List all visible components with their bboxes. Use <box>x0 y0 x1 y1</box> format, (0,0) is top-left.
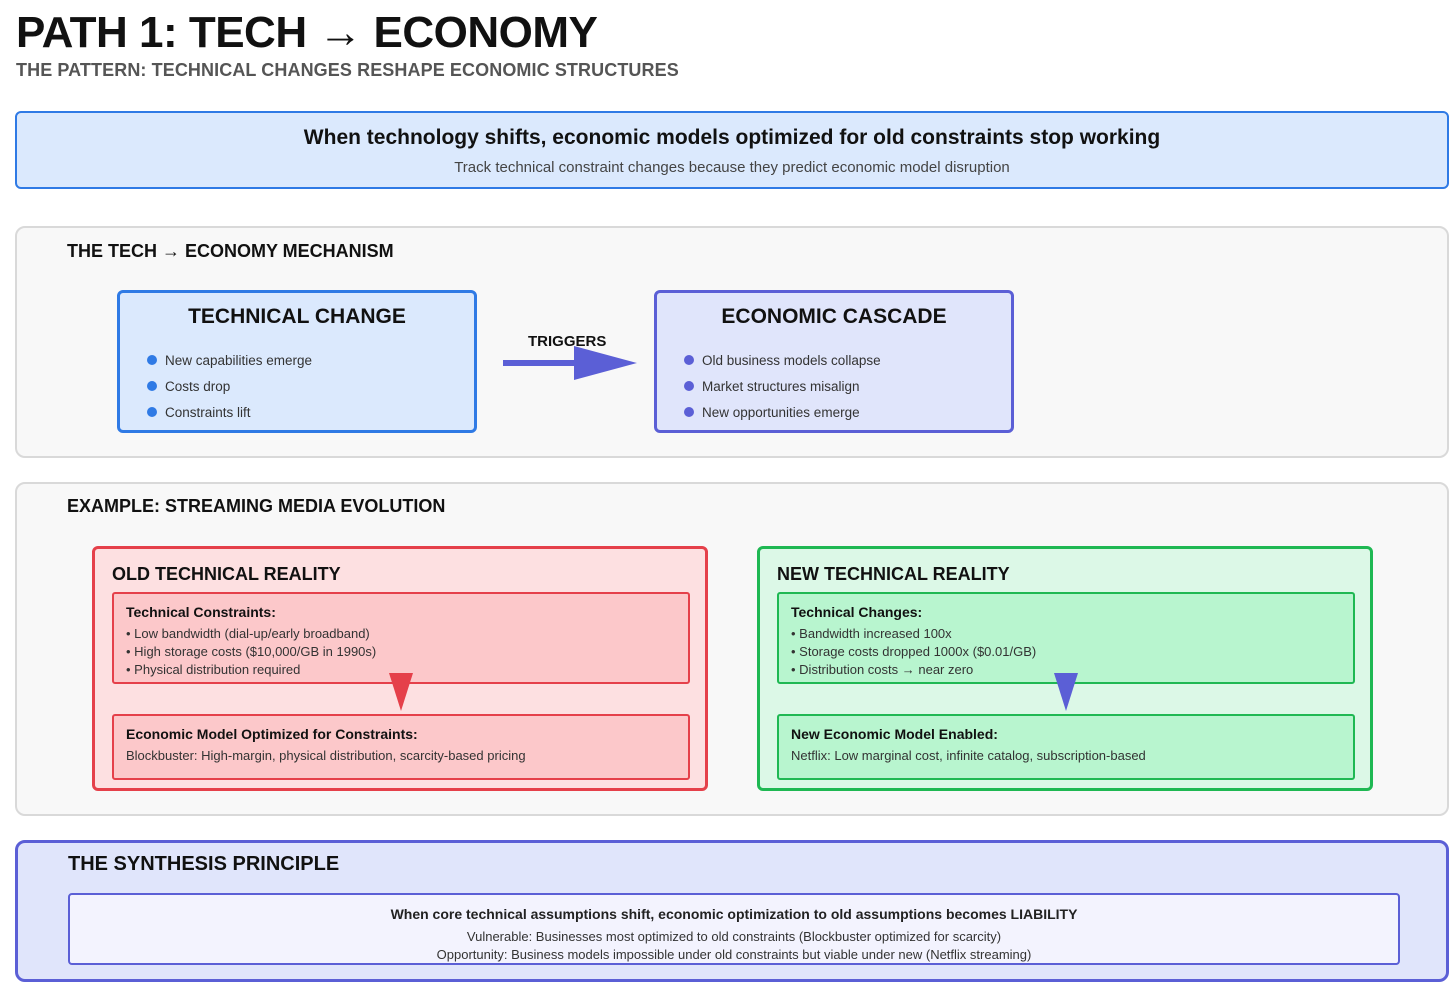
synthesis-principle: When core technical assumptions shift, e… <box>390 906 1078 922</box>
bullet-dot-icon <box>684 381 694 391</box>
bullet-dot-icon <box>684 407 694 417</box>
technical-change-list: New capabilities emerge Costs drop Const… <box>147 347 312 425</box>
new-model-title: New Economic Model Enabled: <box>791 726 998 742</box>
new-model-box: New Economic Model Enabled: Netflix: Low… <box>777 714 1355 780</box>
triggers-label: TRIGGERS <box>528 333 607 350</box>
bullet-dot-icon <box>147 355 157 365</box>
constraint-item: • High storage costs ($10,000/GB in 1990… <box>126 644 377 659</box>
economic-cascade-title: ECONOMIC CASCADE <box>721 305 947 328</box>
page-subtitle: THE PATTERN: TECHNICAL CHANGES RESHAPE E… <box>16 60 679 80</box>
synthesis-panel: THE SYNTHESIS PRINCIPLE When core techni… <box>15 840 1449 982</box>
mechanism-title: THE TECH → ECONOMY MECHANISM <box>67 241 394 261</box>
page-title: PATH 1: TECH → ECONOMY <box>16 8 598 57</box>
list-item: Costs drop <box>147 373 312 399</box>
old-constraints-box: Technical Constraints: • Low bandwidth (… <box>112 592 690 684</box>
list-item-label: New opportunities emerge <box>702 404 860 420</box>
old-model-text: Blockbuster: High-margin, physical distr… <box>126 748 526 763</box>
change-item: • Storage costs dropped 1000x ($0.01/GB) <box>791 644 1037 659</box>
synthesis-opportunity: Opportunity: Business models impossible … <box>436 947 1032 962</box>
right-arrow-icon <box>503 346 637 380</box>
old-model-box: Economic Model Optimized for Constraints… <box>112 714 690 780</box>
banner-headline: When technology shifts, economic models … <box>303 126 1161 149</box>
old-constraints-title: Technical Constraints: <box>126 604 276 620</box>
mechanism-panel: THE TECH → ECONOMY MECHANISM TECHNICAL C… <box>15 226 1449 458</box>
synthesis-vulnerable: Vulnerable: Businesses most optimized to… <box>466 929 1002 944</box>
technical-change-box: TECHNICAL CHANGE New capabilities emerge… <box>117 290 477 433</box>
list-item: Old business models collapse <box>684 347 881 373</box>
new-model-text: Netflix: Low marginal cost, infinite cat… <box>791 748 1146 763</box>
bullet-dot-icon <box>147 381 157 391</box>
list-item-label: Costs drop <box>165 378 231 394</box>
change-item: • Bandwidth increased 100x <box>791 626 952 641</box>
list-item: Constraints lift <box>147 399 312 425</box>
down-arrow-icon <box>389 673 413 711</box>
synthesis-title: THE SYNTHESIS PRINCIPLE <box>68 853 340 875</box>
old-model-title: Economic Model Optimized for Constraints… <box>126 726 418 742</box>
list-item-label: Market structures misalign <box>702 378 860 394</box>
example-title: EXAMPLE: STREAMING MEDIA EVOLUTION <box>67 496 446 516</box>
list-item: New capabilities emerge <box>147 347 312 373</box>
banner-subline: Track technical constraint changes becau… <box>454 159 1010 176</box>
new-changes-title: Technical Changes: <box>791 604 923 620</box>
economic-cascade-box: ECONOMIC CASCADE Old business models col… <box>654 290 1014 433</box>
technical-change-title: TECHNICAL CHANGE <box>188 305 406 328</box>
list-item: New opportunities emerge <box>684 399 881 425</box>
list-item-label: Old business models collapse <box>702 352 881 368</box>
new-technical-reality-box: NEW TECHNICAL REALITY Technical Changes:… <box>757 546 1373 791</box>
economic-cascade-list: Old business models collapse Market stru… <box>684 347 881 425</box>
example-panel: EXAMPLE: STREAMING MEDIA EVOLUTION OLD T… <box>15 482 1449 816</box>
list-item-label: New capabilities emerge <box>165 352 313 368</box>
list-item: Market structures misalign <box>684 373 881 399</box>
new-changes-box: Technical Changes: • Bandwidth increased… <box>777 592 1355 684</box>
down-arrow-icon <box>1054 673 1078 711</box>
new-reality-title: NEW TECHNICAL REALITY <box>777 564 1010 584</box>
constraint-item: • Low bandwidth (dial-up/early broadband… <box>126 626 370 641</box>
bullet-dot-icon <box>684 355 694 365</box>
old-reality-title: OLD TECHNICAL REALITY <box>112 564 341 584</box>
list-item-label: Constraints lift <box>165 404 251 420</box>
synthesis-box: When core technical assumptions shift, e… <box>68 893 1400 965</box>
constraint-item: • Physical distribution required <box>126 662 301 677</box>
old-technical-reality-box: OLD TECHNICAL REALITY Technical Constrai… <box>92 546 708 791</box>
change-item: • Distribution costs → near zero <box>791 662 974 677</box>
key-insight-banner: When technology shifts, economic models … <box>15 111 1449 189</box>
bullet-dot-icon <box>147 407 157 417</box>
